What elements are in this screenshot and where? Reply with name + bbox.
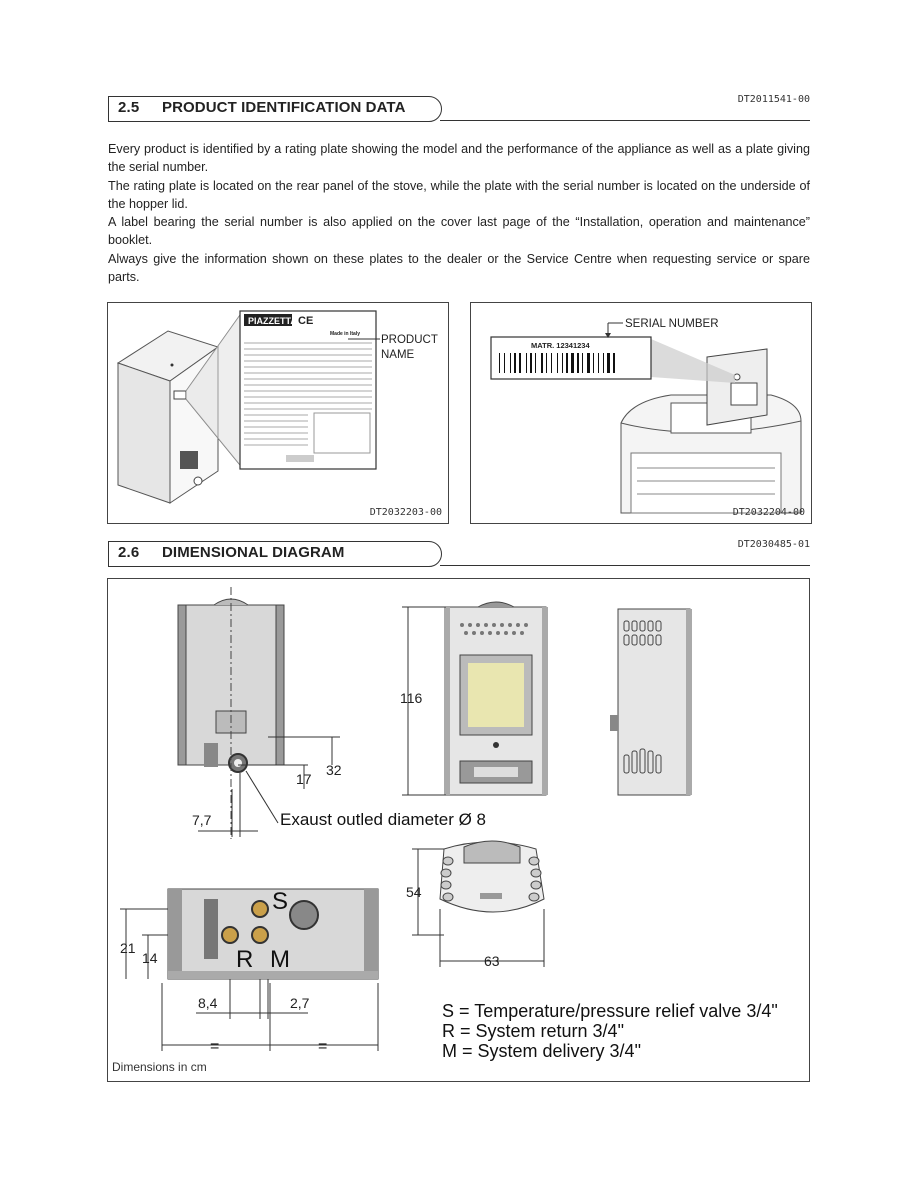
dim-17: 17 xyxy=(296,771,312,787)
dim-equal-right: = xyxy=(318,1038,327,1055)
paragraph-identification: Every product is identified by a rating … xyxy=(108,142,810,174)
side-view xyxy=(610,608,692,796)
figure-code: DT2032204-00 xyxy=(732,507,805,518)
paragraph-service-info: Always give the information shown on the… xyxy=(108,252,810,284)
dim-21: 21 xyxy=(120,940,136,956)
rating-plate-illustration: PIAZZETTA CE Made in Italy PRODUCT NAME xyxy=(116,310,438,504)
port-letter-r: R xyxy=(236,946,253,973)
ce-mark: CE xyxy=(298,315,313,327)
serial-number-callout: SERIAL NUMBER xyxy=(625,318,719,330)
dim-8-4: 8,4 xyxy=(198,995,218,1011)
dimensional-drawing: 32 17 7,7 Exaust outled diameter Ø 8 1 xyxy=(112,587,778,1074)
product-name-callout: PRODUCT xyxy=(381,334,438,346)
dim-116: 116 xyxy=(400,690,423,706)
section-header-dimensional-diagram: 2.6 DIMENSIONAL DIAGRAM DT2030485-01 xyxy=(108,539,810,567)
figure-code: DT2032203-00 xyxy=(369,507,442,518)
exhaust-label: Exaust outled diameter Ø 8 xyxy=(280,810,486,829)
figure-serial-number: MATR. 12341234 SERIAL NUMBER DT2032204-0… xyxy=(470,302,812,524)
section-title: DIMENSIONAL DIAGRAM xyxy=(162,544,345,561)
port-letter-m: M xyxy=(270,946,290,973)
barcode xyxy=(499,353,615,373)
section-number: 2.5 xyxy=(118,99,140,116)
document-code: DT2011541-00 xyxy=(737,94,810,105)
brand-logo: PIAZZETTA xyxy=(248,316,297,326)
document-code: DT2030485-01 xyxy=(737,539,810,550)
front-view xyxy=(444,601,548,796)
made-in-label: Made in Italy xyxy=(330,331,360,337)
dim-2-7: 2,7 xyxy=(290,995,310,1011)
serial-number-illustration: MATR. 12341234 SERIAL NUMBER xyxy=(490,318,802,514)
figure-rating-plate: PIAZZETTA CE Made in Italy PRODUCT NAME … xyxy=(107,302,449,524)
rear-connections-view xyxy=(167,888,379,980)
section-rule xyxy=(440,120,810,121)
units-note: Dimensions in cm xyxy=(112,1060,207,1074)
dim-32: 32 xyxy=(326,762,342,778)
section-number: 2.6 xyxy=(118,544,140,561)
dim-63: 63 xyxy=(484,953,500,969)
section-title: PRODUCT IDENTIFICATION DATA xyxy=(162,99,406,116)
section-header-product-identification: 2.5 PRODUCT IDENTIFICATION DATA DT201154… xyxy=(108,94,810,122)
port-letter-s: S xyxy=(272,888,288,915)
dim-7-7: 7,7 xyxy=(192,812,212,828)
serial-label-text: MATR. 12341234 xyxy=(531,341,590,350)
svg-text:NAME: NAME xyxy=(381,349,415,361)
top-view xyxy=(439,840,545,913)
legend-s: S = Temperature/pressure relief valve 3/… xyxy=(442,1001,778,1021)
legend-m: M = System delivery 3/4" xyxy=(442,1041,641,1061)
dimensional-diagram: 32 17 7,7 Exaust outled diameter Ø 8 1 xyxy=(107,578,810,1082)
section-rule xyxy=(440,565,810,566)
plate-data-rows xyxy=(244,342,372,446)
section-tab xyxy=(108,541,442,567)
rear-view xyxy=(177,587,285,839)
dim-54: 54 xyxy=(406,884,422,900)
paragraph-booklet-label: A label bearing the serial number is als… xyxy=(108,215,810,247)
stove-grille xyxy=(637,467,775,495)
paragraph-plate-location: The rating plate is located on the rear … xyxy=(108,179,810,211)
dim-equal-left: = xyxy=(210,1038,219,1055)
legend-r: R = System return 3/4" xyxy=(442,1021,624,1041)
dim-14: 14 xyxy=(142,950,158,966)
section-tab xyxy=(108,96,442,122)
